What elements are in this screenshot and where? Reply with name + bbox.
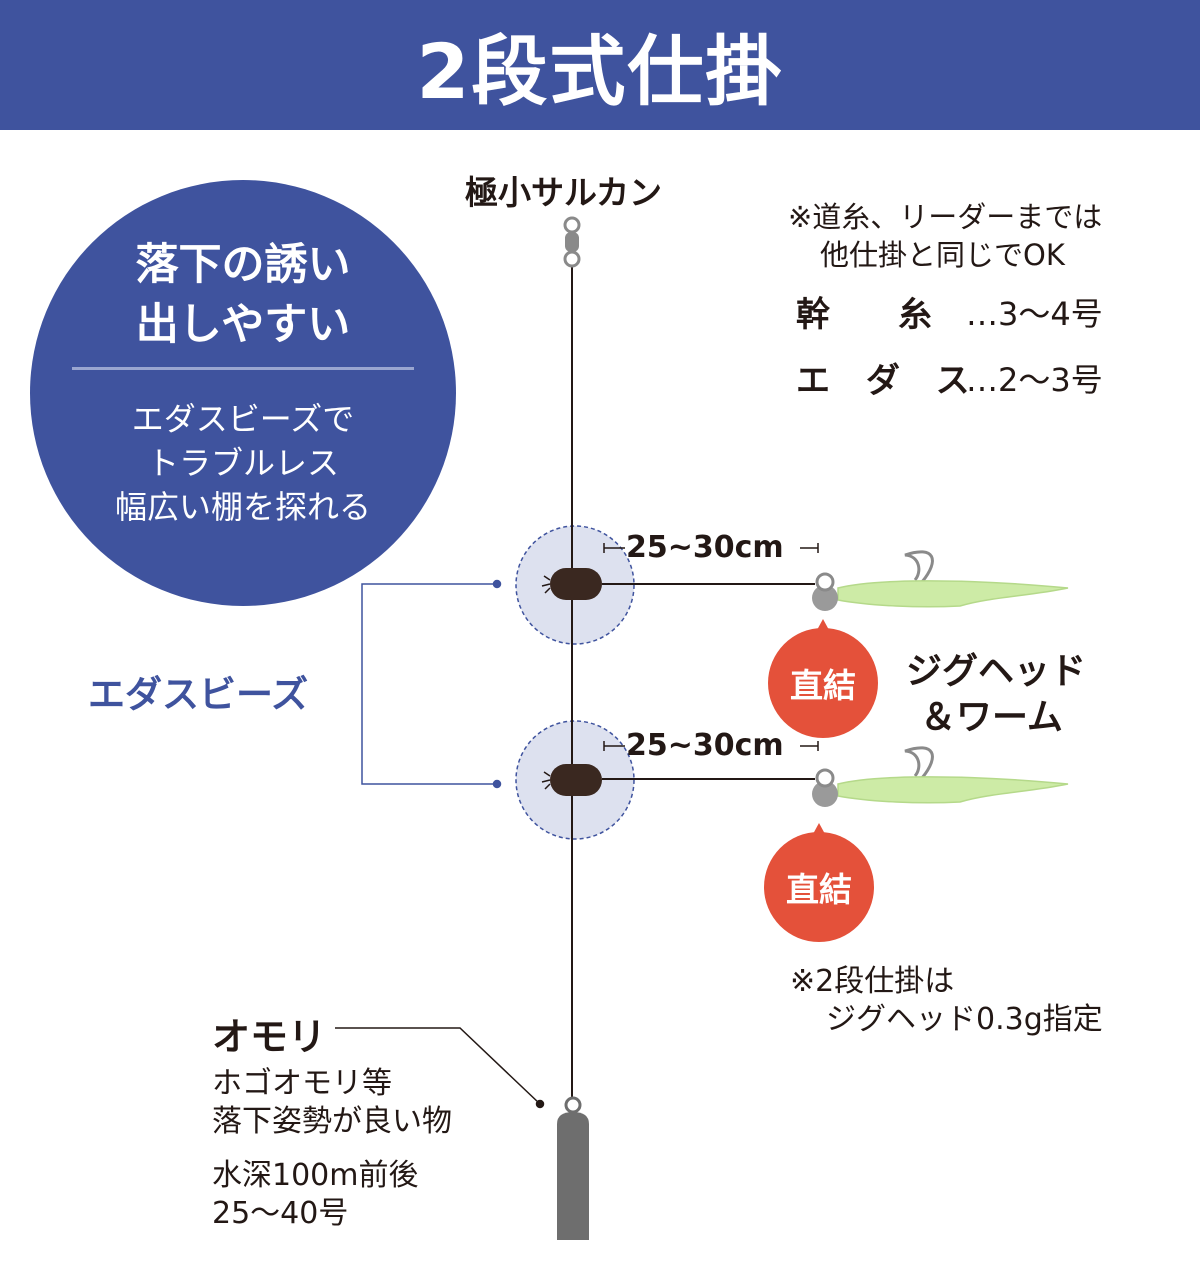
swivel-icon xyxy=(563,216,581,268)
branch-length-label-1: 25~30cm xyxy=(626,530,784,565)
direct-connect-badge-2: 直結 xyxy=(764,823,874,942)
bubble-body-3: 幅広い棚を探れる xyxy=(114,488,371,526)
jig-note-2: ジグヘッド0.3g指定 xyxy=(826,1002,1103,1037)
feature-bubble: 落下の誘い 出しやすい エダスビーズで トラブルレス 幅広い棚を探れる xyxy=(30,180,456,606)
sinker-desc-1: ホゴオモリ等 xyxy=(212,1066,392,1101)
branch-length-label-2: 25~30cm xyxy=(626,728,784,763)
badge-label: 直結 xyxy=(790,666,856,705)
sinker-depth-2: 25〜40号 xyxy=(212,1196,349,1231)
sinker-desc-2: 落下姿勢が良い物 xyxy=(212,1104,452,1139)
beads-label: エダスビーズ xyxy=(88,673,309,716)
bead-icon xyxy=(541,568,602,600)
lure-label-1: ジグヘッド xyxy=(906,651,1087,692)
dimension-marker-2 xyxy=(603,741,819,751)
direct-connect-badge-1: 直結 xyxy=(768,619,878,738)
jig-note-1: ※2段仕掛は xyxy=(790,964,955,999)
page-title: 2段式仕掛 xyxy=(416,27,784,116)
sinker-depth-1: 水深100m前後 xyxy=(212,1158,419,1193)
beads-bracket xyxy=(361,579,502,789)
bubble-body-2: トラブルレス xyxy=(146,444,339,482)
bubble-body-1: エダスビーズで xyxy=(131,400,355,438)
line-note-2: 他仕掛と同じでOK xyxy=(820,238,1065,272)
sinker-leader xyxy=(335,1027,545,1109)
trunk-line-value: …3〜4号 xyxy=(966,295,1103,333)
sinker-title: オモリ xyxy=(212,1015,327,1059)
dimension-marker-1 xyxy=(603,543,819,553)
bead-icon xyxy=(541,764,602,796)
bubble-divider xyxy=(72,367,414,370)
branch-line-value: …2〜3号 xyxy=(966,361,1103,399)
branch-line-label: エ ダ ス xyxy=(796,361,982,401)
swivel-label: 極小サルカン xyxy=(465,173,663,212)
line-note-1: ※道糸、リーダーまでは xyxy=(788,200,1103,234)
bubble-heading-1: 落下の誘い xyxy=(135,240,351,290)
trunk-line-label: 幹 糸 xyxy=(796,295,932,335)
jighead-icon xyxy=(812,746,1069,807)
lure-label-2: ＆ワーム xyxy=(920,697,1063,738)
sinker-icon xyxy=(557,1096,589,1240)
jighead-icon xyxy=(812,550,1069,611)
badge-label: 直結 xyxy=(786,870,852,909)
header-bar: 2段式仕掛 xyxy=(0,0,1200,130)
bubble-heading-2: 出しやすい xyxy=(135,300,351,350)
